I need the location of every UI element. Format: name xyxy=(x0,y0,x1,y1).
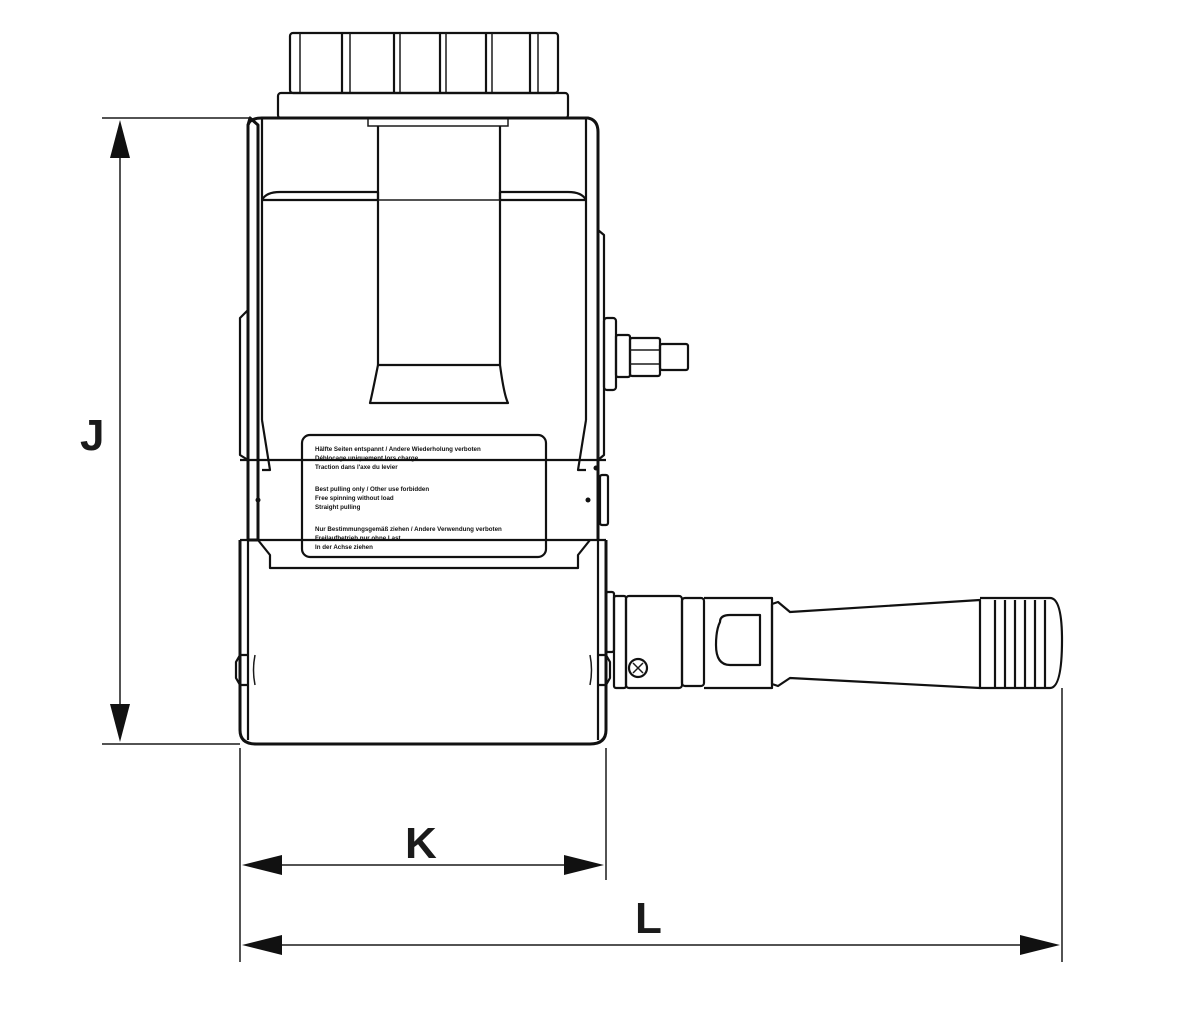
top-knurled-cap xyxy=(288,31,560,95)
dimension-j-label: J xyxy=(80,411,104,460)
middle-band xyxy=(240,458,610,570)
dimension-l: L xyxy=(242,688,1063,962)
dimension-j: J xyxy=(80,117,250,745)
warning-line-3: Traction dans l'axe du levier xyxy=(315,464,398,471)
warning-line-9: In der Achse ziehen xyxy=(315,544,373,551)
cap-collar xyxy=(276,91,570,127)
dimension-k-label: K xyxy=(405,819,437,868)
warning-line-1: Hälfte Seiten entspannt / Andere Wiederh… xyxy=(315,446,481,453)
warning-line-6: Straight pulling xyxy=(315,504,361,511)
warning-line-4: Best pulling only / Other use forbidden xyxy=(315,486,429,493)
dimension-k: K xyxy=(239,748,607,962)
side-hex-fitting xyxy=(602,316,690,392)
warning-line-8: Freilaufbetrieb nur ohne Last xyxy=(315,535,401,542)
lever-handle xyxy=(604,590,1064,690)
warning-line-2: Déblocage uniquement lors charge xyxy=(315,455,419,462)
warning-label: Hälfte Seiten entspannt / Andere Wiederh… xyxy=(300,433,548,559)
housing-side-wings xyxy=(238,229,606,461)
warning-line-7: Nur Bestimmungsgemäß ziehen / Andere Ver… xyxy=(315,526,502,533)
lower-base xyxy=(234,540,612,746)
warning-line-5: Free spinning without load xyxy=(315,495,394,502)
dimension-l-label: L xyxy=(635,894,662,943)
